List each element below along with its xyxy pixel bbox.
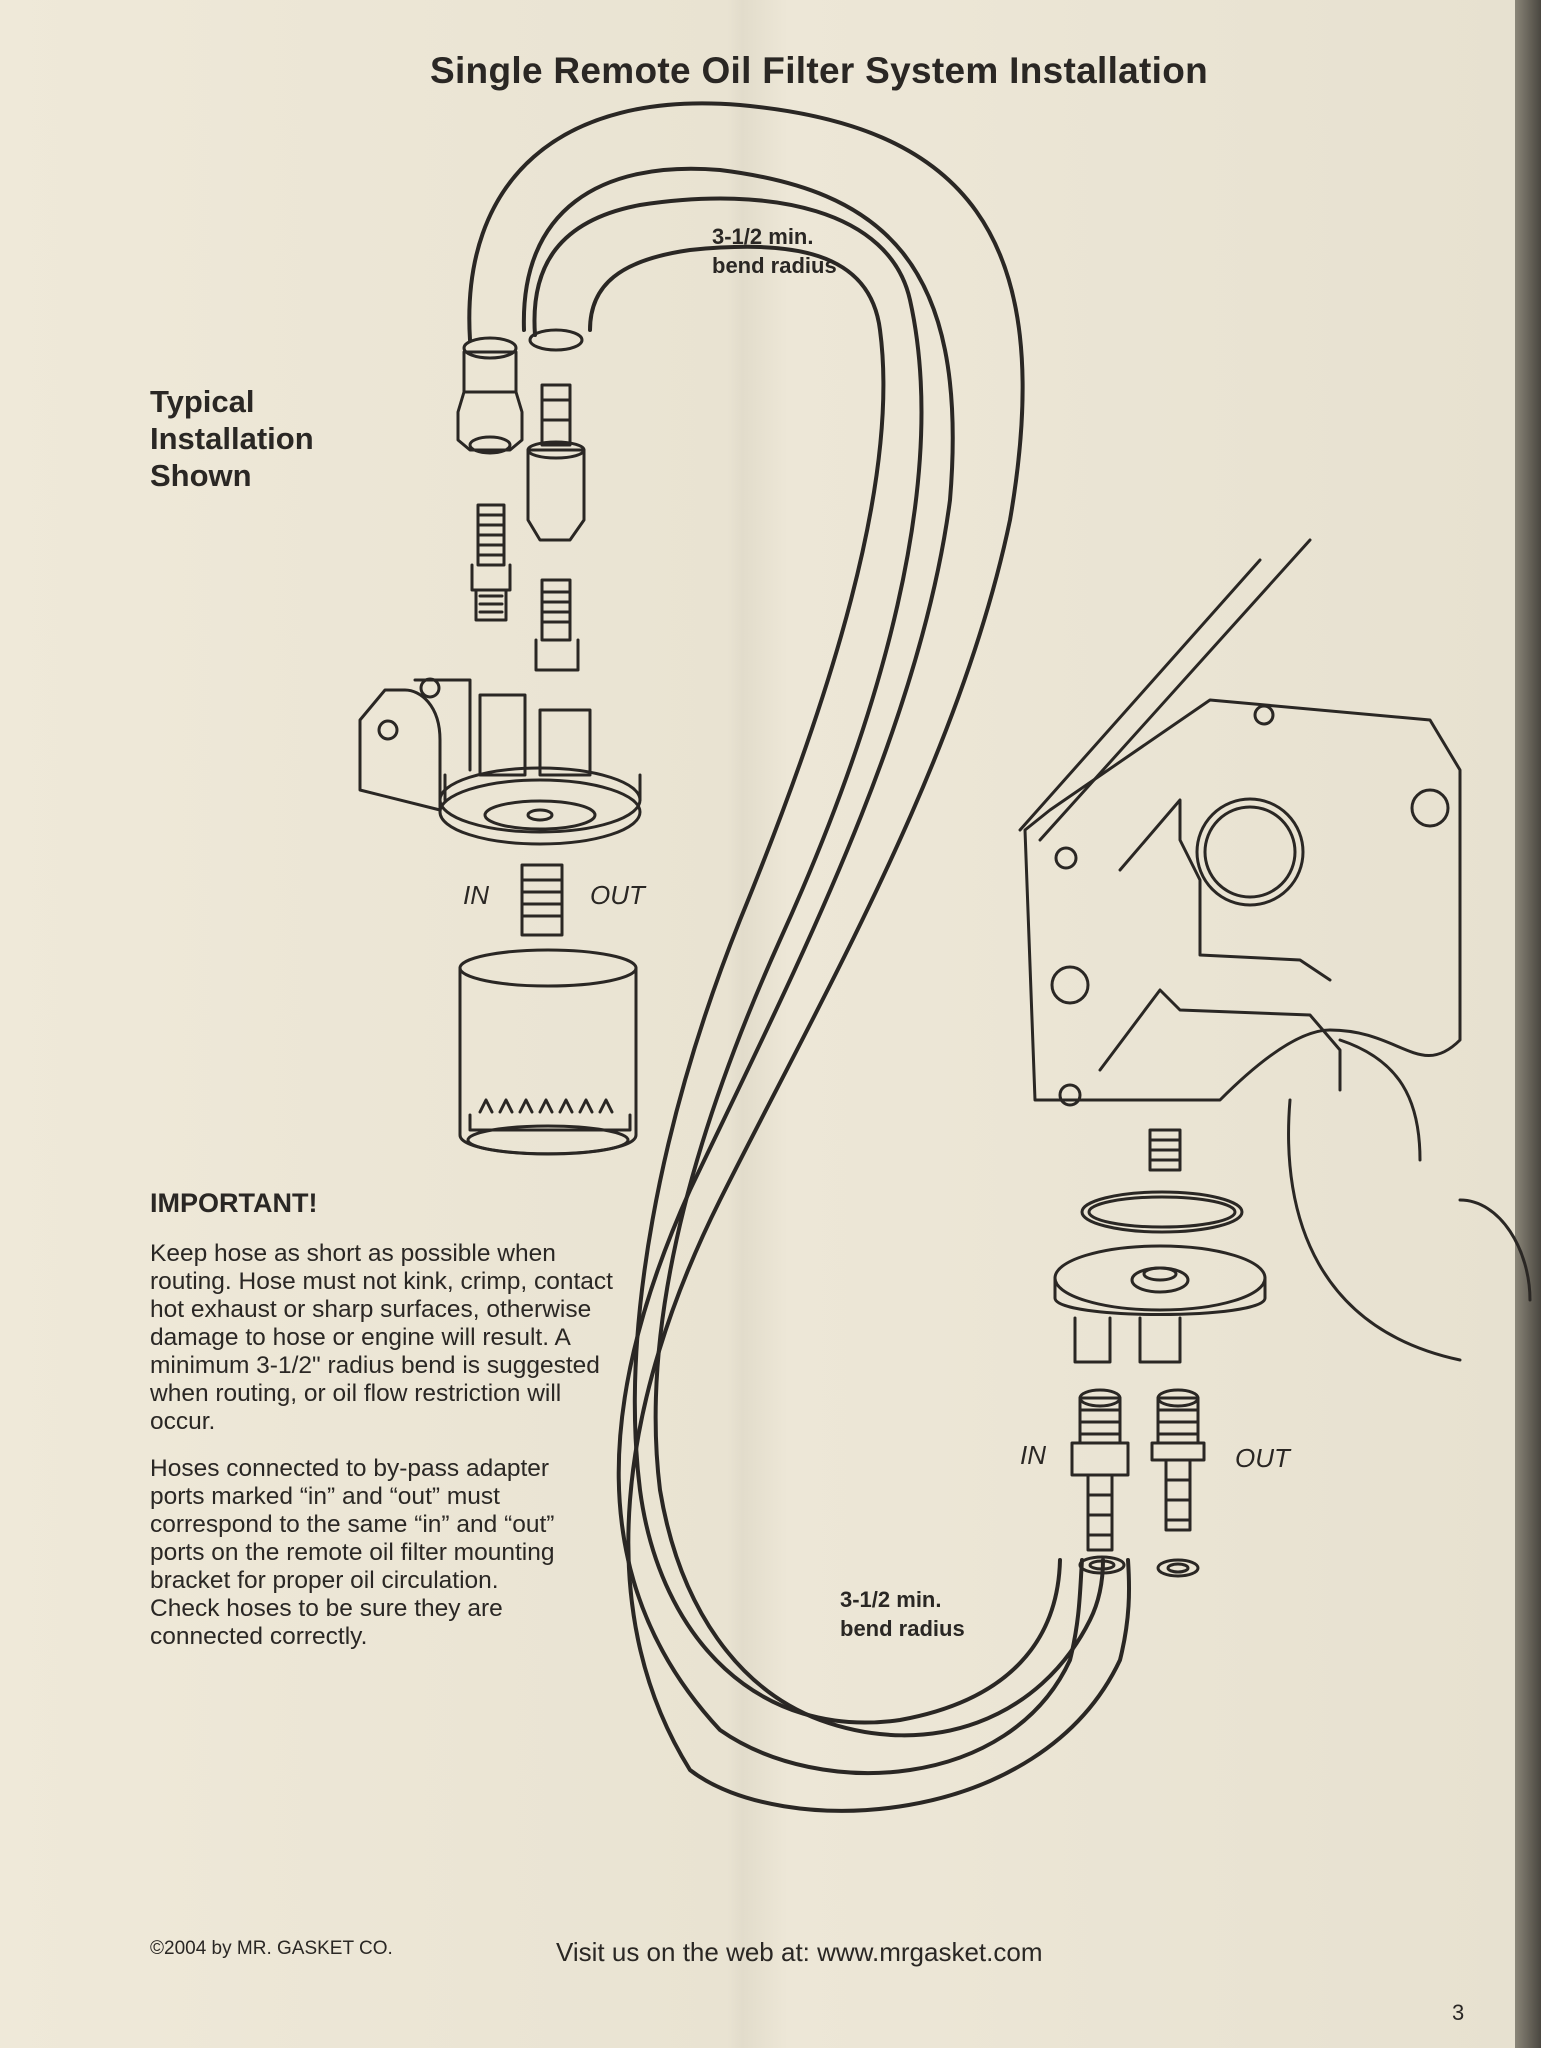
bend-bottom-line-2: bend radius (840, 1616, 965, 1641)
page-title: Single Remote Oil Filter System Installa… (430, 50, 1209, 91)
remote-right-hose-fitting (526, 328, 586, 672)
engine-block (1018, 538, 1532, 1362)
p2-line-4: ports on the remote oil filter mounting (150, 1539, 555, 1566)
adapter-in-fitting (1070, 1388, 1130, 1575)
p1-line-6: when routing, or oil flow restriction wi… (150, 1380, 562, 1407)
p1-line-2: routing. Hose must not kink, crimp, cont… (150, 1268, 613, 1295)
filter-nipple (520, 863, 564, 937)
p2-line-3: correspond to the same “in” and “out” (150, 1511, 555, 1538)
p1-line-4: damage to hose or engine will result. A (150, 1324, 571, 1351)
p1-line-7: occur. (150, 1408, 216, 1435)
remote-left-hose-fitting (456, 336, 524, 622)
typical-line-1: Typical (150, 384, 255, 419)
paper-edge-shadow (1515, 0, 1541, 2048)
engine-stud (1148, 1128, 1182, 1172)
adapter-in-label: IN (1020, 1440, 1046, 1470)
bend-top-line-1: 3-1/2 min. (712, 224, 814, 249)
oil-filter (458, 948, 638, 1156)
p1-line-5: minimum 3-1/2" radius bend is suggested (150, 1352, 600, 1379)
typical-line-2: Installation (150, 421, 314, 456)
typical-line-3: Shown (150, 458, 252, 493)
p2-line-2: ports marked “in” and “out” must (150, 1483, 500, 1510)
important-paragraph-2: Hoses connected to by-pass adapter ports… (150, 1455, 554, 1651)
p2-line-6: Check hoses to be sure they are (150, 1595, 503, 1622)
oil-hose-outer (467, 101, 1132, 1813)
p1-line-1: Keep hose as short as possible when (150, 1240, 556, 1267)
bend-bottom-line-1: 3-1/2 min. (840, 1587, 942, 1612)
p2-line-5: bracket for proper oil circulation. (150, 1567, 499, 1594)
bend-radius-top-label: 3-1/2 min. bend radius (712, 222, 837, 280)
remote-filter-bracket (358, 677, 642, 846)
adapter-out-fitting (1150, 1388, 1206, 1578)
adapter-gasket (1080, 1190, 1244, 1234)
bend-top-line-2: bend radius (712, 253, 837, 278)
bypass-adapter (1053, 1244, 1267, 1364)
adapter-out-label: OUT (1235, 1443, 1290, 1473)
p2-line-1: Hoses connected to by-pass adapter (150, 1455, 550, 1482)
filter-in-label: IN (463, 880, 489, 910)
important-heading: IMPORTANT! (150, 1188, 318, 1218)
page-number: 3 (1452, 2000, 1465, 2025)
important-paragraph-1: Keep hose as short as possible when rout… (150, 1240, 613, 1436)
p1-line-3: hot exhaust or sharp surfaces, otherwise (150, 1296, 592, 1323)
filter-out-label: OUT (590, 880, 645, 910)
copyright-notice: ©2004 by MR. GASKET CO. (150, 1938, 393, 1959)
p2-line-7: connected correctly. (150, 1623, 368, 1650)
oil-hose-inner (532, 196, 1105, 1738)
website-line: Visit us on the web at: www.mrgasket.com (556, 1937, 1043, 1967)
bend-radius-bottom-label: 3-1/2 min. bend radius (840, 1585, 965, 1643)
typical-installation-label: Typical Installation Shown (150, 383, 314, 494)
